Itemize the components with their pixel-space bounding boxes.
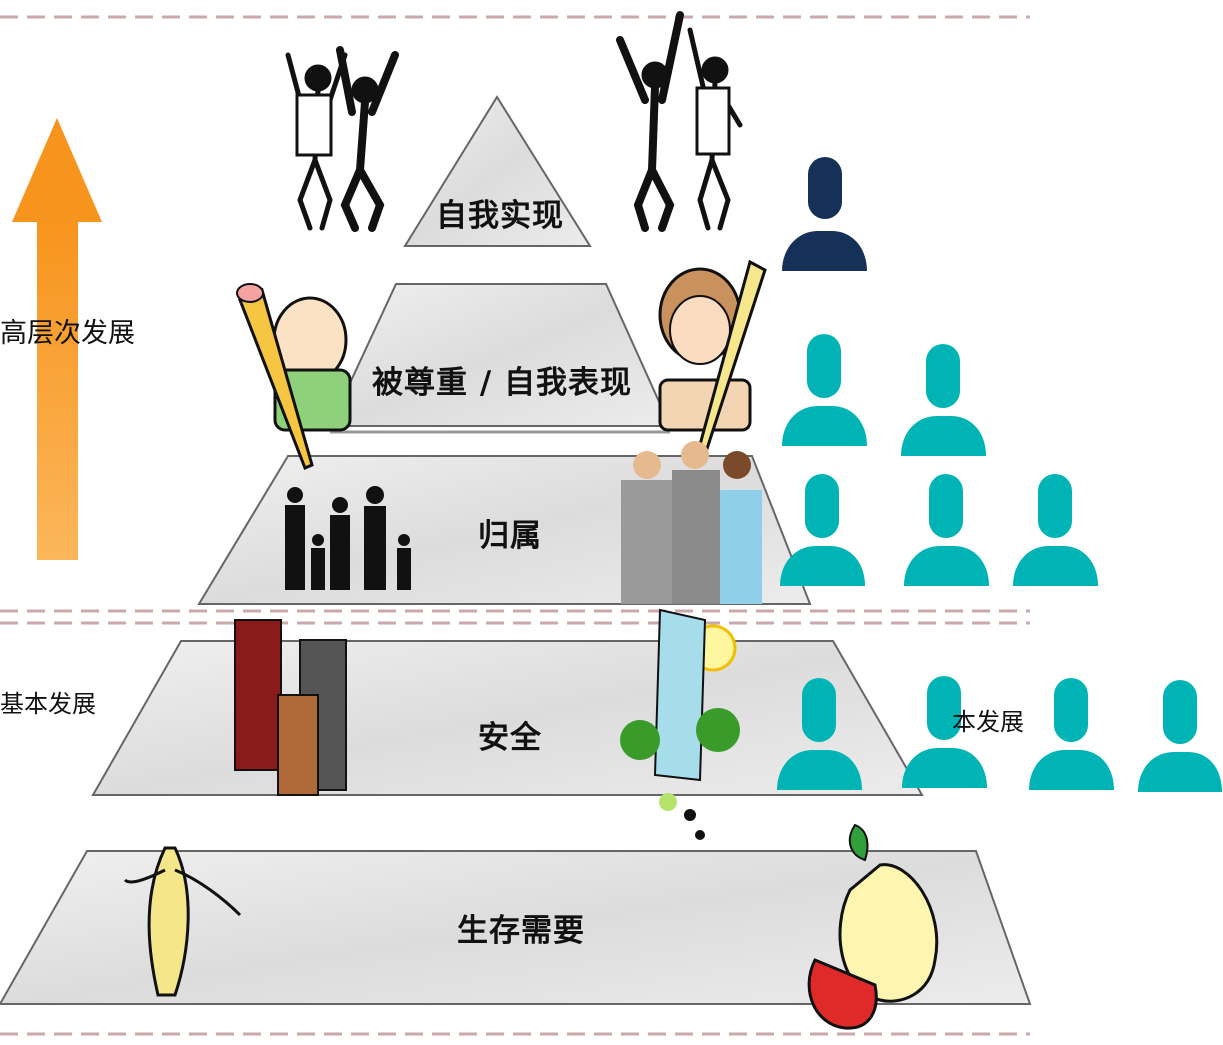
person-icon <box>901 344 986 456</box>
person-icon <box>780 474 865 586</box>
person-icon <box>904 474 989 586</box>
house-icon <box>620 608 740 840</box>
pyramid-level-4 <box>328 283 672 427</box>
person-icon <box>1029 678 1114 790</box>
dancers-right-icon <box>616 11 743 232</box>
upward-arrow-icon <box>12 118 102 560</box>
level-5-label: 自我实现 <box>436 198 564 234</box>
girl-pencil-icon <box>658 259 767 458</box>
boy-pencil-icon <box>236 283 352 470</box>
basic-development-right-label: 本发展 <box>952 708 1024 736</box>
coins-icon <box>234 619 347 796</box>
level-2-label: 安全 <box>478 720 542 756</box>
apple-icon <box>807 823 939 1030</box>
person-icon <box>1013 474 1098 586</box>
pyramid-level-1 <box>0 850 1032 1005</box>
pyramid-level-5 <box>403 95 592 247</box>
basic-development-left-label: 基本发展 <box>0 690 96 718</box>
higher-development-label: 高层次发展 <box>0 318 135 349</box>
person-icon <box>902 676 987 788</box>
level-4-label: 被尊重 / 自我表现 <box>372 365 632 401</box>
level-3-label: 归属 <box>478 518 542 554</box>
person-icon <box>777 678 862 790</box>
banana-icon <box>123 846 242 997</box>
level-1-label: 生存需要 <box>457 913 585 949</box>
family-icon <box>285 486 411 590</box>
handshake-icon <box>621 441 762 604</box>
dancers-left-icon <box>285 46 399 232</box>
person-icon <box>782 157 867 271</box>
person-icon <box>1138 680 1222 792</box>
person-icon <box>782 334 867 446</box>
